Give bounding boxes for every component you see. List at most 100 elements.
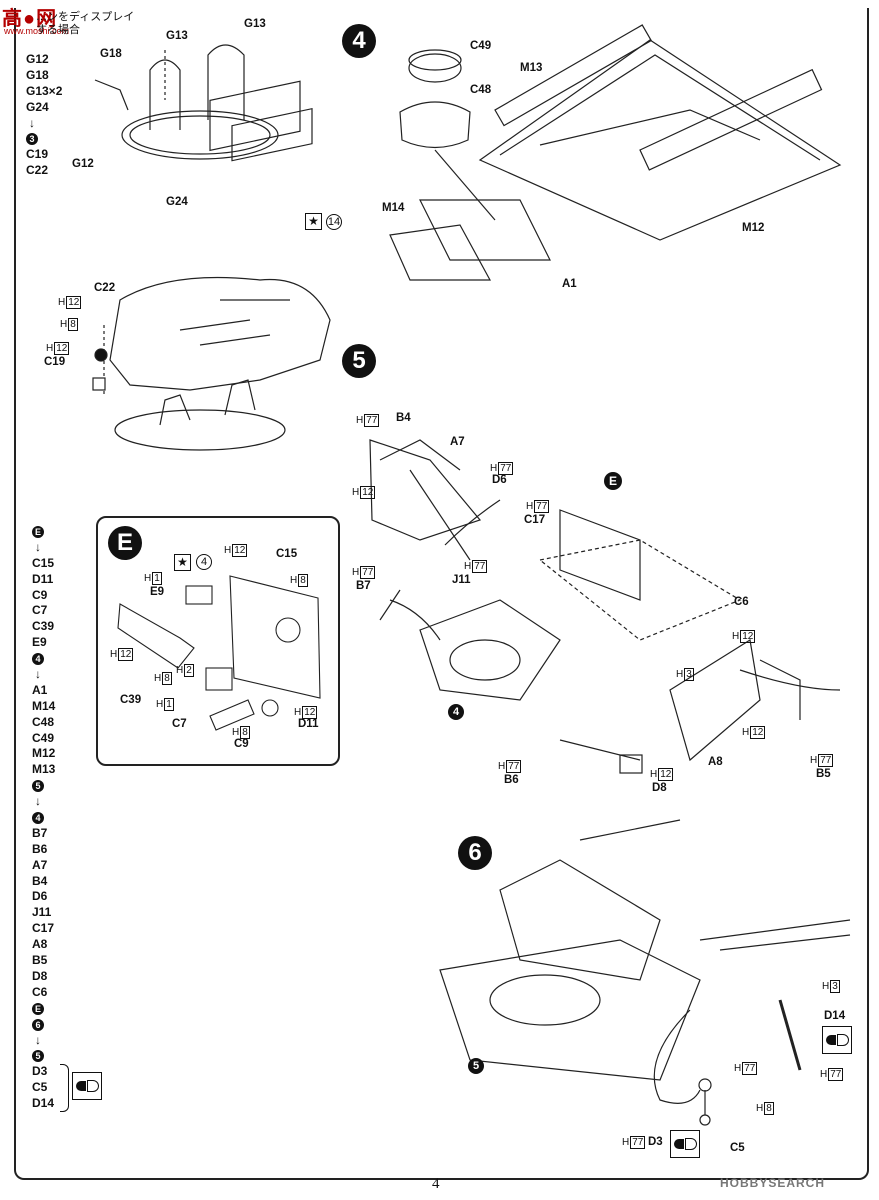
note-line-2: する場合 xyxy=(36,23,80,36)
parts-list-item: 4 xyxy=(32,810,55,826)
star-paint-icon: ★ xyxy=(305,213,322,230)
parts-list-item: D14 xyxy=(32,1096,55,1112)
step-6-marker: 6 xyxy=(458,836,492,870)
parts-list-item: B7 xyxy=(32,826,55,842)
parts-list-item: 6 xyxy=(32,1017,55,1033)
part-id: M12 xyxy=(32,746,56,761)
arrow-down-icon: ↓ xyxy=(35,794,41,809)
chassis-drawing-step6 xyxy=(439,819,851,1126)
label-c9: C9 xyxy=(234,738,249,750)
parts-list-item: G12 xyxy=(26,52,62,68)
parts-list-item: 5 xyxy=(32,1048,55,1064)
parts-list-item: D8 xyxy=(32,969,55,985)
parts-list-item: E9 xyxy=(32,635,55,651)
watermark: HOBBYSEARCH xyxy=(720,1176,826,1190)
parts-list-item: C17 xyxy=(32,921,55,937)
parts-list-item: G13×2 xyxy=(26,84,62,100)
parts-list-item: B6 xyxy=(32,842,55,858)
part-id: C48 xyxy=(32,714,55,729)
parts-list-item: D3 xyxy=(32,1064,55,1080)
label-c49: C49 xyxy=(470,40,492,52)
label-c15: C15 xyxy=(276,548,298,560)
parts-list-item: M12 xyxy=(32,746,55,762)
label-g13-left: G13 xyxy=(166,30,188,42)
part-id: B7 xyxy=(32,825,48,840)
parts-list-item: C22 xyxy=(26,163,62,179)
paint-brace xyxy=(60,1064,69,1112)
parts-list-item: C48 xyxy=(32,715,55,731)
part-id: C49 xyxy=(32,730,55,745)
step-ref-badge: 5 xyxy=(32,1050,44,1063)
label-d6: D6 xyxy=(492,474,507,486)
parts-list-item: M14 xyxy=(32,699,55,715)
part-id: G24 xyxy=(26,99,49,114)
label-b5: B5 xyxy=(816,768,831,780)
part-id: M13 xyxy=(32,762,56,777)
parts-list-item: ↓ xyxy=(32,1033,55,1049)
parts-list-item: A8 xyxy=(32,937,55,953)
arrow-down-icon: ↓ xyxy=(29,115,35,130)
step-ref-badge: 4 xyxy=(32,812,44,825)
parts-list-item: ↓ xyxy=(32,794,55,810)
part-id: A8 xyxy=(32,937,48,952)
label-c19: C19 xyxy=(44,356,66,368)
part-id: B4 xyxy=(32,873,48,888)
step-5-marker: 5 xyxy=(342,344,376,378)
parts-list-item: B4 xyxy=(32,874,55,890)
label-m13: M13 xyxy=(520,62,543,74)
engine-drawing xyxy=(92,276,331,451)
page-number: 4 xyxy=(432,1176,440,1192)
label-g12: G12 xyxy=(72,158,94,170)
step-ref-badge: 5 xyxy=(32,780,44,793)
arrow-down-icon: ↓ xyxy=(35,539,41,554)
label-a7: A7 xyxy=(450,436,465,448)
page-frame xyxy=(14,8,869,1180)
step-5-ref: 5 xyxy=(468,1058,484,1074)
parts-list-item: A7 xyxy=(32,858,55,874)
inset-drawing xyxy=(117,575,321,731)
label-j11: J11 xyxy=(452,574,471,586)
part-id: D3 xyxy=(32,1064,48,1079)
step-e-ref: E xyxy=(604,472,622,490)
stand-drawing xyxy=(94,44,313,162)
label-g13-right: G13 xyxy=(244,18,266,30)
parts-list-item: C39 xyxy=(32,619,55,635)
part-id: D8 xyxy=(32,968,48,983)
arrow-down-icon: ↓ xyxy=(35,667,41,682)
parts-list-item: C9 xyxy=(32,588,55,604)
star-paint-icon-e: ★ xyxy=(174,554,191,571)
step-4-ref: 4 xyxy=(448,704,464,720)
parts-list-item: C7 xyxy=(32,603,55,619)
label-d14: D14 xyxy=(824,1010,846,1022)
site-logo: 高●网 xyxy=(2,8,58,30)
part-id: C6 xyxy=(32,984,48,999)
parts-list-item: G18 xyxy=(26,68,62,84)
parts-list-item: C49 xyxy=(32,731,55,747)
display-note: …ンをディスプレイ する場合 xyxy=(36,10,134,36)
step-ref-badge: E xyxy=(32,1002,44,1015)
part-id: D14 xyxy=(32,1096,55,1111)
arrow-down-icon: ↓ xyxy=(35,1032,41,1047)
part-id: C9 xyxy=(32,587,48,602)
label-m14: M14 xyxy=(382,202,405,214)
part-id: J11 xyxy=(32,905,52,920)
paint-ref-4: 4 xyxy=(196,554,212,570)
paint-chip-d3-icon xyxy=(670,1130,700,1158)
